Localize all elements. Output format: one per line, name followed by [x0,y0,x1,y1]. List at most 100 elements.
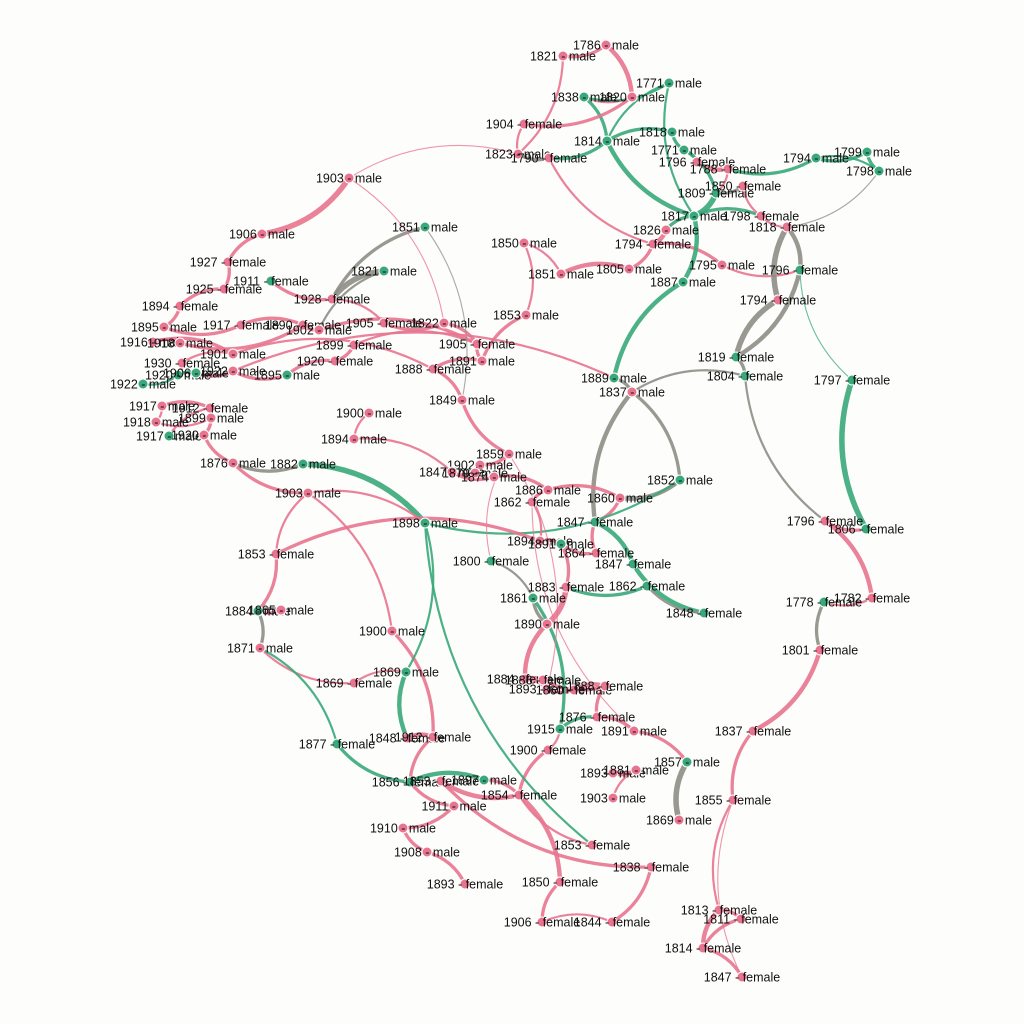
node-dot[interactable] [866,592,878,604]
graph-node[interactable]: 1844 - female [574,916,650,930]
graph-node[interactable]: 1778 - female [786,596,862,610]
node-dot[interactable] [281,369,293,381]
node-dot[interactable] [478,774,490,786]
graph-node[interactable]: 1862 - female [609,580,685,594]
graph-node[interactable]: 1848 - female [369,732,445,746]
node-dot[interactable] [227,348,239,360]
node-dot[interactable] [520,309,532,321]
graph-node[interactable]: 1881 - male [603,764,669,778]
graph-node[interactable]: 1906 - male [163,367,229,381]
graph-node[interactable]: 1782 - female [834,592,910,606]
graph-node[interactable]: 1804 - female [707,370,783,384]
graph-node[interactable]: 1813 - female [681,904,757,918]
node-dot[interactable] [860,523,872,535]
node-dot[interactable] [527,592,539,604]
node-dot[interactable] [716,259,728,271]
graph-node[interactable]: 1911 - female [233,275,309,289]
node-dot[interactable] [404,776,416,788]
graph-node[interactable]: 1860 - male [587,492,653,506]
graph-node[interactable]: 1847 - male [419,466,485,480]
node-dot[interactable] [270,548,282,560]
node-dot[interactable] [302,487,314,499]
graph-node[interactable]: 1900 - male [359,625,425,639]
graph-node[interactable]: 1859 - male [476,448,542,462]
node-dot[interactable] [421,846,433,858]
graph-node[interactable]: 1851 - male [392,221,458,235]
node-dot[interactable] [607,792,619,804]
graph-node[interactable]: 1917 - male [129,400,195,414]
graph-node[interactable]: 1886 - female [505,674,581,688]
graph-node[interactable]: 1848 - female [666,607,742,621]
node-dot[interactable] [541,618,553,630]
node-dot[interactable] [227,457,239,469]
node-dot[interactable] [578,91,590,103]
graph-node[interactable]: 1876 - male [200,457,266,471]
node-dot[interactable] [400,666,412,678]
graph-node[interactable]: 1901 - male [200,348,266,362]
node-dot[interactable] [218,283,230,295]
node-dot[interactable] [601,135,613,147]
graph-node[interactable]: 1891 - male [449,355,515,369]
node-dot[interactable] [512,148,524,160]
graph-node[interactable]: 1915 - male [527,723,593,737]
node-dot[interactable] [541,683,553,695]
node-dot[interactable] [608,372,620,384]
graph-node[interactable]: 1899 - male [178,412,244,426]
graph-node[interactable]: 1862 - female [494,496,570,510]
node-dot[interactable] [660,224,672,236]
node-dot[interactable] [297,319,309,331]
node-dot[interactable] [156,400,168,412]
node-dot[interactable] [536,916,548,928]
graph-node[interactable]: 1794 - male [783,152,849,166]
node-dot[interactable] [722,163,734,175]
node-dot[interactable] [681,756,693,768]
graph-node[interactable]: 1853 - female [554,839,630,853]
graph-node[interactable]: 1894 - male [321,433,387,447]
graph-node[interactable]: 1917 - male [136,430,202,444]
node-dot[interactable] [614,492,626,504]
node-dot[interactable] [265,275,277,287]
node-dot[interactable] [163,430,175,442]
node-dot[interactable] [419,517,431,529]
graph-node[interactable]: 1928 - female [294,293,370,307]
node-dot[interactable] [627,558,639,570]
graph-node[interactable]: 1912 - female [395,731,471,745]
node-dot[interactable] [568,684,580,696]
node-dot[interactable] [554,876,566,888]
node-dot[interactable] [591,711,603,723]
node-dot[interactable] [222,256,234,268]
graph-node[interactable]: 1876 - female [559,711,635,725]
graph-node[interactable]: 1814 - male [574,135,640,149]
graph-node[interactable]: 1798 - female [723,210,799,224]
graph-node[interactable]: 1903 - male [316,172,382,186]
graph-node[interactable]: 1903 - male [580,792,646,806]
graph-node[interactable]: 1906 - female [504,916,580,930]
graph-node[interactable]: 1799 - male [834,146,900,160]
node-dot[interactable] [819,515,831,527]
node-dot[interactable] [560,581,572,593]
graph-node[interactable]: 1890 - male [514,618,580,632]
node-dot[interactable] [673,814,685,826]
graph-node[interactable]: 1902 - male [447,459,513,473]
graph-node[interactable]: 1900 - female [510,744,586,758]
graph-node[interactable]: 1801 - female [782,644,858,658]
graph-node[interactable]: 1869 - male [373,666,439,680]
node-dot[interactable] [736,971,748,983]
node-dot[interactable] [147,336,159,348]
node-dot[interactable] [755,210,767,222]
graph-node[interactable]: 1819 - female [698,351,774,365]
node-dot[interactable] [519,673,531,685]
node-dot[interactable] [397,822,409,834]
graph-node[interactable]: 1905 - female [439,338,515,352]
node-dot[interactable] [198,429,210,441]
graph-node[interactable]: 1798 - male [846,165,912,179]
graph-node[interactable]: 1851 - male [528,268,594,282]
graph-node[interactable]: 1899 - female [316,339,392,353]
node-dot[interactable] [590,547,602,559]
graph-node[interactable]: 1796 - female [659,156,735,170]
node-dot[interactable] [363,407,375,419]
graph-node[interactable]: 1853 - female [403,775,479,789]
graph-node[interactable]: 1796 - female [762,264,838,278]
graph-node[interactable]: 1806 - female [828,523,904,537]
node-dot[interactable] [873,165,885,177]
